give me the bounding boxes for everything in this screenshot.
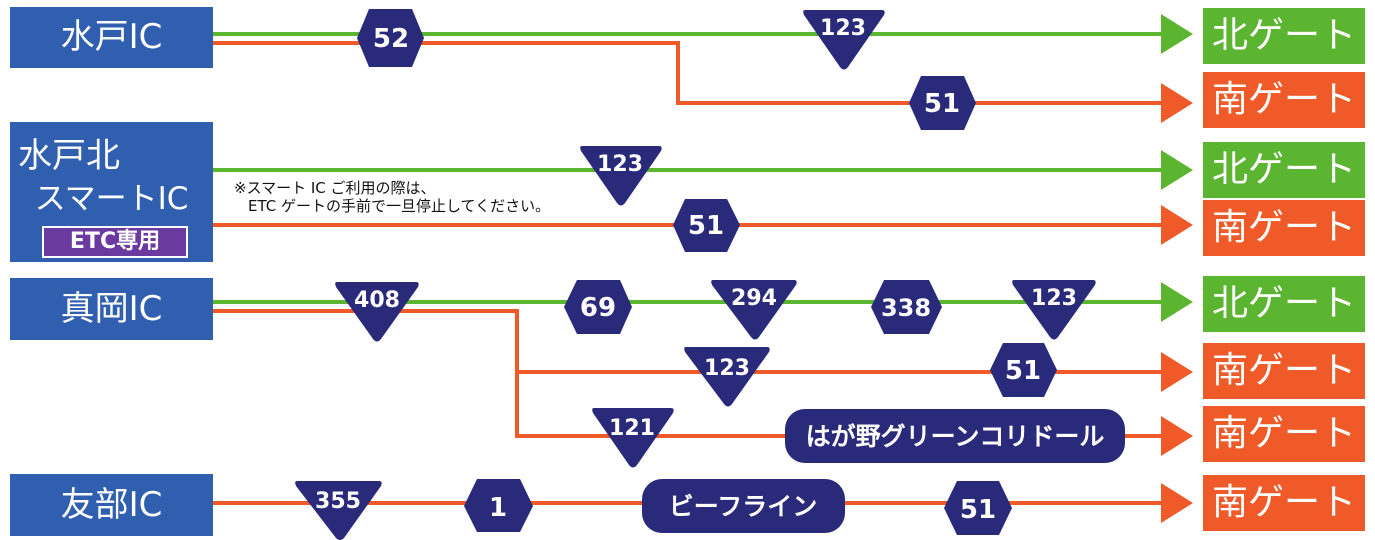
gate-south-moka-1: 南ゲート [1203,343,1365,399]
route-sign-123-mitokita: 123 [580,146,662,206]
route-sign-123-label: 123 [597,152,643,177]
route-sign-51-label: 51 [688,211,724,241]
smart-ic-note: ※スマート IC ご利用の際は、 ETC ゲートの手前で一旦停止してください。 [234,179,550,215]
etc-only-badge: ETC専用 [42,226,188,258]
route-sign-52-label: 52 [373,24,409,54]
gate-south-mito: 南ゲート [1203,72,1365,128]
route-sign-123-label: 123 [704,356,750,381]
ic-name-mito-kita-line1: 水戸北 [18,136,120,176]
route-sign-123-moka-north: 123 [1012,280,1096,340]
route-sign-123-label: 123 [820,16,866,41]
route-sign-338-label: 338 [881,294,931,322]
route-sign-123-label: 123 [1031,286,1077,311]
route-sign-52: 52 [357,9,424,67]
gate-south-moka-2: 南ゲート [1203,406,1365,462]
route-sign-338: 338 [871,280,942,334]
route-sign-355: 355 [295,481,382,540]
route-sign-51-label: 51 [924,89,960,119]
named-road-haga-green-label: はが野グリーンコリドール [806,422,1105,451]
gate-north-mito: 北ゲート [1203,8,1365,64]
named-road-bee-line: ビーフライン [642,479,845,533]
ic-name-mito-kita-line2: スマートIC [34,181,189,217]
route-sign-51-tomobe: 51 [944,481,1012,535]
route-sign-51-label: 51 [1005,356,1041,386]
ic-name-moka: 真岡IC [60,289,163,329]
route-sign-294-label: 294 [731,286,777,311]
route-sign-51-moka: 51 [990,343,1057,397]
named-road-bee-line-label: ビーフライン [669,492,818,521]
route-sign-121: 121 [592,408,674,468]
route-sign-123-mito: 123 [803,10,885,70]
route-sign-69: 69 [564,280,632,334]
ic-name-mito: 水戸IC [60,17,163,57]
ic-box-moka: 真岡IC [10,278,213,340]
route-sign-121-label: 121 [609,416,655,441]
route-sign-408-label: 408 [354,288,400,313]
mito-south-route-line [213,41,1193,123]
gate-north-moka: 北ゲート [1203,276,1365,332]
ic-name-tomobe: 友部IC [60,485,163,525]
ic-box-mito-kita: 水戸北 スマートIC ETC専用 [10,122,213,262]
route-sign-355-label: 355 [315,489,361,514]
gate-south-mito-kita: 南ゲート [1203,200,1365,256]
named-road-haga-green-corridor: はが野グリーンコリドール [785,409,1125,463]
route-sign-51-mito: 51 [909,76,976,130]
route-sign-123-moka-south: 123 [684,347,770,407]
route-sign-51-label: 51 [960,495,996,525]
route-sign-69-label: 69 [580,293,616,323]
smart-ic-note-line2: ETC ゲートの手前で一旦停止してください。 [248,197,551,215]
smart-ic-note-line1: ※スマート IC ご利用の際は、 [234,179,436,197]
route-sign-1-label: 1 [489,493,507,523]
ic-box-mito: 水戸IC [10,7,213,68]
gate-north-mito-kita: 北ゲート [1203,142,1365,198]
route-sign-1: 1 [464,479,533,532]
gate-south-tomobe: 南ゲート [1203,475,1365,531]
route-sign-408: 408 [335,282,419,342]
ic-box-tomobe: 友部IC [10,474,213,536]
route-sign-51-mitokita: 51 [673,199,740,252]
route-sign-294: 294 [711,280,797,340]
